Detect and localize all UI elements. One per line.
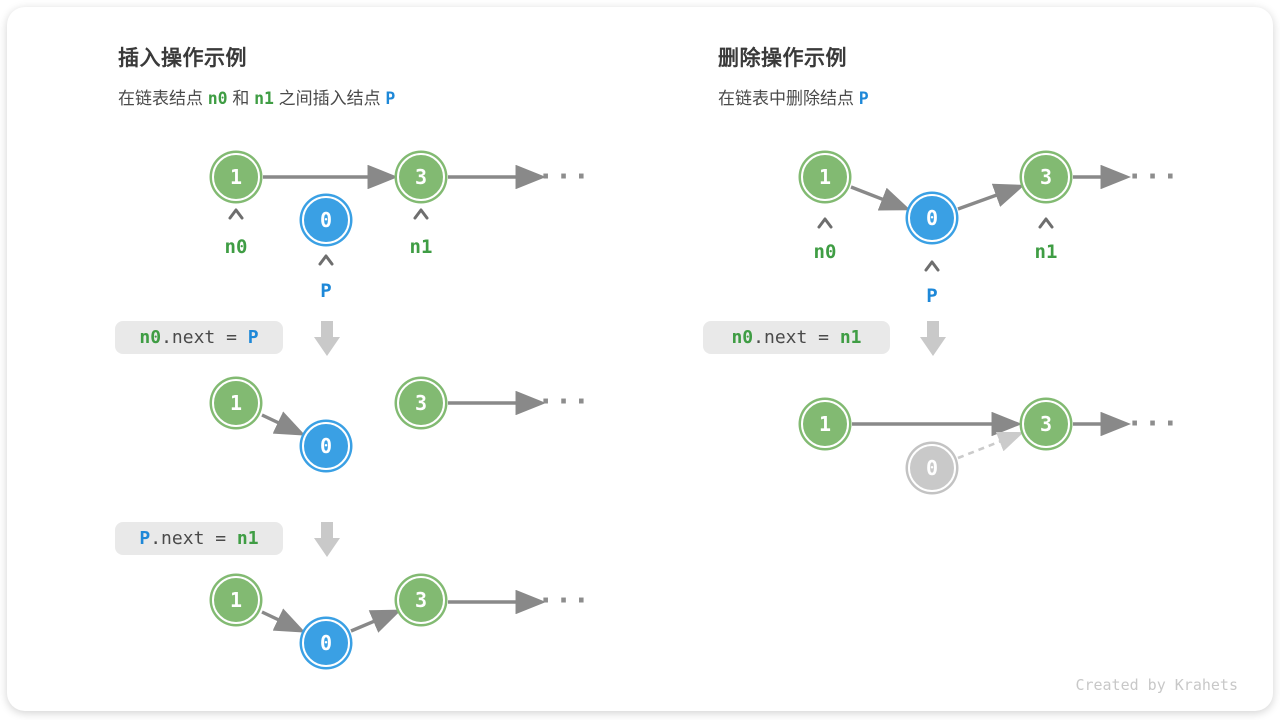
list-node: 0 (302, 422, 350, 470)
node-value: 1 (818, 165, 832, 189)
pointer-label: n1 (1034, 241, 1058, 263)
subtitle-text: 在链表中删除结点 (718, 89, 859, 108)
node-value: 1 (229, 588, 243, 612)
code-token: n1 (236, 528, 259, 549)
list-node: 3 (397, 576, 445, 624)
code-box-p-next-n1: P.next = n1 (115, 522, 283, 555)
node-value: 0 (925, 206, 939, 230)
ellipsis: ... (537, 377, 591, 411)
node-value: 0 (319, 434, 333, 458)
code-token: n1 (839, 327, 862, 348)
insert-section-title: 插入操作示例 (118, 47, 247, 70)
subtitle-text: 之间插入结点 (273, 89, 386, 108)
list-node: 1 (212, 576, 260, 624)
delete-section-subtitle: 在链表中删除结点 P (718, 84, 869, 109)
node-value: 3 (414, 588, 428, 612)
subtitle-text: 在链表结点 (118, 89, 208, 108)
delete-section-title: 删除操作示例 (718, 47, 847, 70)
pointer-label: n1 (409, 236, 433, 258)
list-node: 0 (302, 196, 350, 244)
caret-up-icon (817, 217, 833, 229)
pointer-label: P (926, 285, 938, 307)
list-node: 1 (212, 379, 260, 427)
list-node: 0 (302, 619, 350, 667)
code-ref-p: P (385, 89, 396, 108)
code-token: n0 (731, 327, 754, 348)
code-token: .next = (161, 327, 248, 348)
list-node: 3 (397, 379, 445, 427)
list-node: 0 (908, 444, 956, 492)
node-value: 3 (414, 165, 428, 189)
node-value: 1 (818, 412, 832, 436)
list-node: 1 (801, 153, 849, 201)
code-ref-n1: n1 (254, 89, 274, 108)
caret-up-icon (924, 260, 940, 272)
list-node: 3 (1022, 153, 1070, 201)
caret-up-icon (1038, 217, 1054, 229)
ellipsis: ... (537, 576, 591, 610)
code-token: P (139, 528, 151, 549)
node-value: 0 (319, 208, 333, 232)
insert-section-subtitle: 在链表结点 n0 和 n1 之间插入结点 P (118, 84, 395, 109)
down-arrow-icon (918, 320, 948, 358)
code-box-n0-next-n1: n0.next = n1 (703, 321, 890, 354)
subtitle-text: 和 (227, 89, 255, 108)
pointer-label: P (320, 280, 332, 302)
ellipsis: ... (1126, 399, 1180, 433)
list-node: 1 (212, 153, 260, 201)
code-token: P (247, 327, 259, 348)
code-token: .next = (150, 528, 237, 549)
code-token: n0 (139, 327, 162, 348)
watermark: Created by Krahets (1075, 676, 1238, 694)
down-arrow-icon (312, 521, 342, 559)
list-node: 3 (397, 153, 445, 201)
node-value: 3 (1039, 165, 1053, 189)
list-node: 3 (1022, 400, 1070, 448)
caret-up-icon (413, 208, 429, 220)
code-token: .next = (753, 327, 840, 348)
caret-up-icon (318, 254, 334, 266)
node-value: 1 (229, 391, 243, 415)
down-arrow-icon (312, 320, 342, 358)
node-value: 0 (319, 631, 333, 655)
code-ref-p: P (858, 89, 869, 108)
node-value: 1 (229, 165, 243, 189)
ellipsis: ... (537, 152, 591, 186)
caret-up-icon (228, 208, 244, 220)
node-value: 0 (925, 456, 939, 480)
list-node: 1 (801, 400, 849, 448)
node-value: 3 (1039, 412, 1053, 436)
pointer-label: n0 (224, 236, 248, 258)
code-box-n0-next-p: n0.next = P (115, 321, 283, 354)
node-value: 3 (414, 391, 428, 415)
code-ref-n0: n0 (207, 89, 228, 108)
ellipsis: ... (1126, 152, 1180, 186)
list-node: 0 (908, 194, 956, 242)
pointer-label: n0 (813, 241, 837, 263)
